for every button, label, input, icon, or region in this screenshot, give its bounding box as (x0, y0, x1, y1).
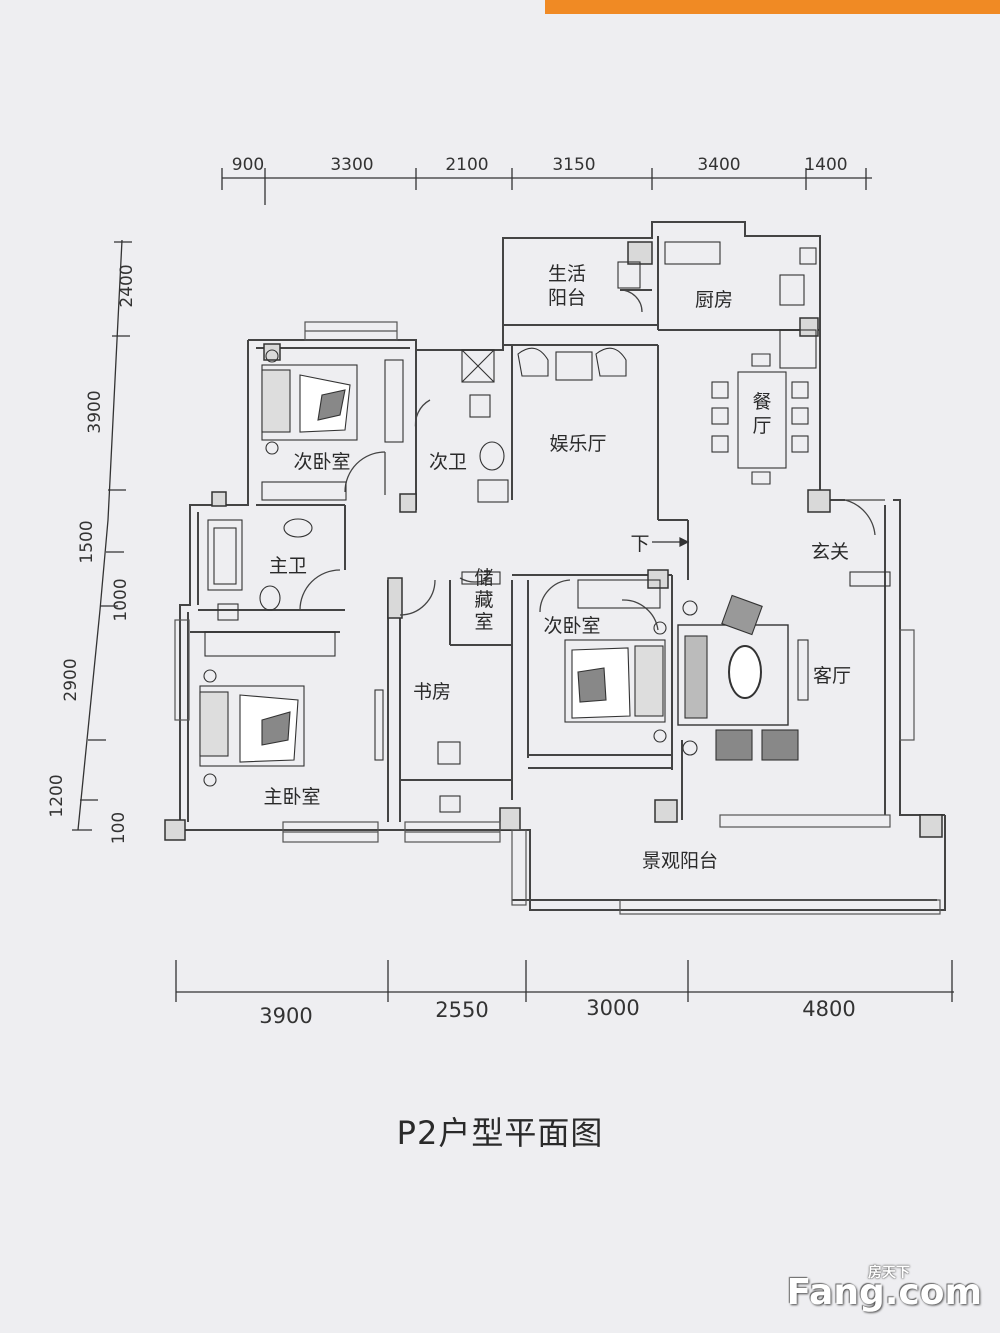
top-dim-2: 3300 (330, 155, 373, 175)
label-dining: 餐厅 (752, 391, 771, 437)
label-master-bedroom: 主卧室 (263, 786, 320, 808)
label-living-room: 客厅 (813, 665, 851, 687)
label-living-balcony: 生活阳台 (548, 263, 586, 309)
top-dimension-line (221, 168, 872, 205)
label-secondary-bedroom-1: 次卧室 (293, 451, 350, 473)
left-dim-4: 1000 (111, 578, 131, 621)
label-study: 书房 (413, 681, 451, 703)
left-dim-7: 100 (109, 812, 129, 844)
furniture (199, 241, 891, 813)
label-down-marker: 下 (630, 533, 649, 555)
bottom-dim-3: 3000 (586, 996, 639, 1020)
top-dim-4: 3150 (552, 155, 595, 175)
watermark-small-text: 房天下 (868, 1265, 910, 1281)
bottom-dimension-line (175, 960, 954, 1002)
watermark-brand-text: Fang.com (786, 1272, 982, 1313)
label-secondary-bath: 次卫 (429, 451, 467, 473)
label-kitchen: 厨房 (695, 289, 733, 311)
left-dim-3: 1500 (77, 520, 97, 563)
top-dim-6: 1400 (804, 155, 847, 175)
windows (174, 321, 941, 915)
label-master-bath: 主卫 (269, 555, 307, 577)
wall-columns (164, 241, 943, 841)
top-dim-3: 2100 (445, 155, 488, 175)
plan-caption: P2户型平面图 (396, 1114, 604, 1152)
left-dim-6: 1200 (47, 774, 67, 817)
top-dim-5: 3400 (697, 155, 740, 175)
left-dim-5: 2900 (61, 658, 81, 701)
top-dim-1: 900 (232, 155, 264, 175)
orange-header-strip (545, 0, 1000, 14)
bottom-dim-1: 3900 (259, 1004, 312, 1028)
entry-arrow (652, 537, 690, 547)
label-secondary-bedroom-2: 次卧室 (543, 615, 600, 637)
left-dim-1: 2400 (117, 264, 137, 307)
label-foyer: 玄关 (811, 541, 849, 563)
bottom-dim-2: 2550 (435, 998, 488, 1022)
left-dim-2: 3900 (85, 390, 105, 433)
label-entertainment-room: 娱乐厅 (549, 433, 606, 455)
left-dimension-line (72, 239, 132, 831)
watermark-logo: 房天下 Fang.com (787, 1262, 982, 1322)
label-storage: 储藏室 (474, 567, 493, 633)
bottom-dim-4: 4800 (802, 997, 855, 1021)
label-view-balcony: 景观阳台 (642, 850, 718, 872)
